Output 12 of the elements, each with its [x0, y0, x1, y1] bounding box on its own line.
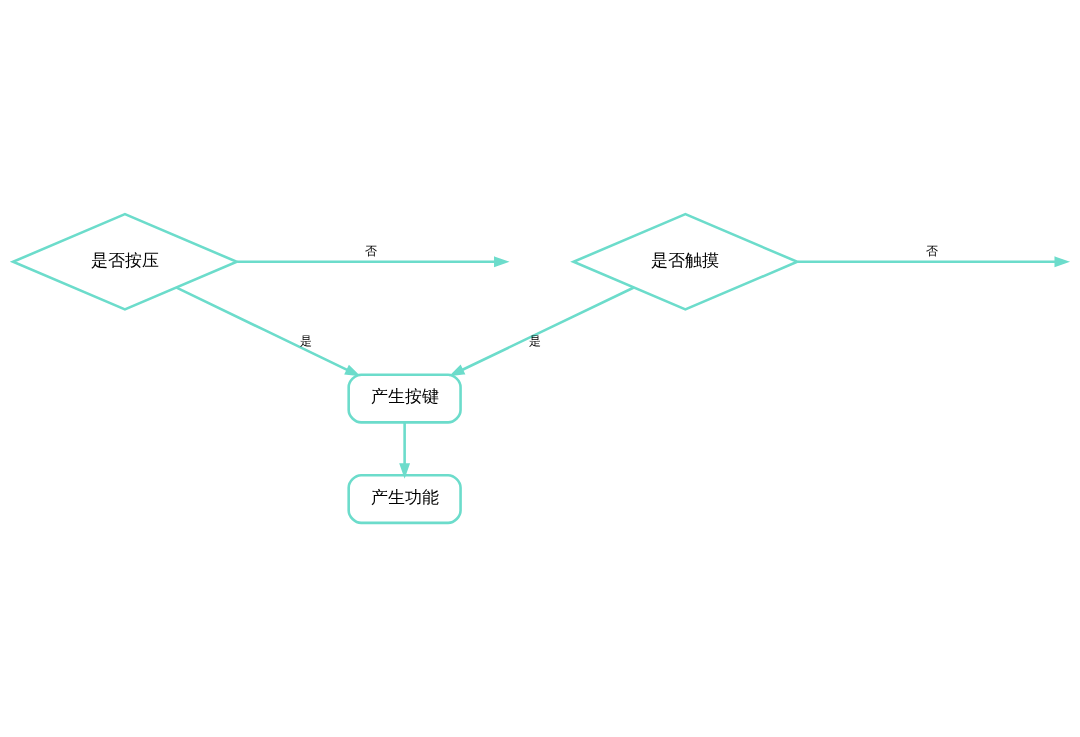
- arrow: [797, 256, 1071, 268]
- arrow: [237, 256, 510, 268]
- edge-label: 否: [365, 243, 378, 259]
- arrow: [176, 286, 361, 377]
- node-box: 产生按键: [347, 373, 462, 424]
- edge-label: 否: [925, 243, 938, 259]
- node-box: 产生功能: [347, 473, 462, 525]
- arrow: [399, 422, 411, 479]
- edge-label: 是: [528, 333, 541, 349]
- node-diamond: 是否触摸: [570, 212, 801, 311]
- arrow: [449, 286, 635, 377]
- edge-label: 是: [299, 333, 312, 349]
